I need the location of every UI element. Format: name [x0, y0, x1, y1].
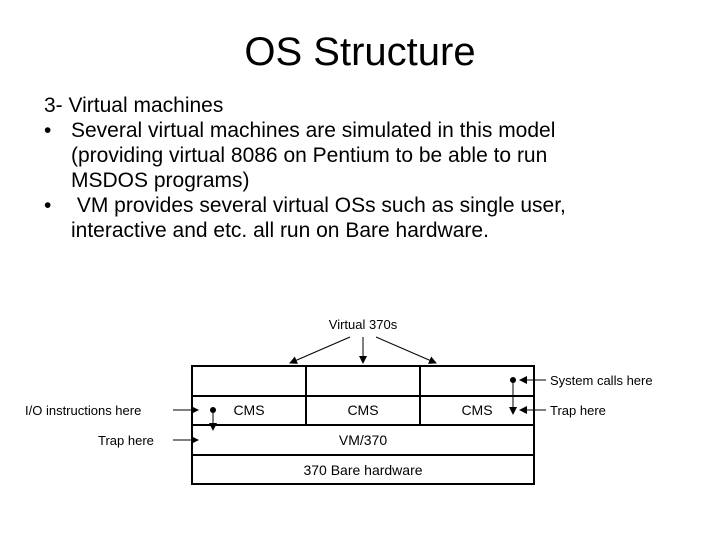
bare-hardware-label: 370 Bare hardware: [303, 462, 422, 478]
right-trap-label: Trap here: [550, 403, 606, 418]
bullet-2-line-1: VM provides several virtual OSs such as …: [71, 194, 566, 217]
virtual-arrow-left: [289, 336, 351, 364]
vm-370-label: VM/370: [339, 432, 387, 448]
bullet-item-1: • Several virtual machines are simulated…: [44, 118, 704, 193]
bullet-2-line-2: interactive and etc. all run on Bare har…: [71, 219, 489, 242]
virtual-370s-label: Virtual 370s: [329, 317, 398, 332]
bullet-1-line-3: MSDOS programs): [71, 169, 250, 192]
cms-label-3: CMS: [461, 402, 492, 418]
section-heading: 3- Virtual machines: [44, 94, 224, 117]
system-calls-label: System calls here: [550, 373, 653, 388]
cms-label-1: CMS: [233, 402, 264, 418]
slide-content: 3- Virtual machines • Several virtual ma…: [44, 93, 704, 243]
bullet-dot-icon: •: [44, 194, 52, 217]
bullet-1-line-2: (providing virtual 8086 on Pentium to be…: [71, 144, 548, 167]
io-instructions-label: I/O instructions here: [25, 403, 141, 418]
slide-title: OS Structure: [244, 30, 476, 74]
bullet-item-2: • VM provides several virtual OSs such a…: [44, 193, 704, 243]
bullet-1-line-1: Several virtual machines are simulated i…: [71, 119, 556, 142]
bullet-dot-icon: •: [44, 119, 52, 142]
virtual-arrow-right: [375, 336, 437, 364]
cms-label-2: CMS: [347, 402, 378, 418]
left-trap-label: Trap here: [98, 433, 154, 448]
